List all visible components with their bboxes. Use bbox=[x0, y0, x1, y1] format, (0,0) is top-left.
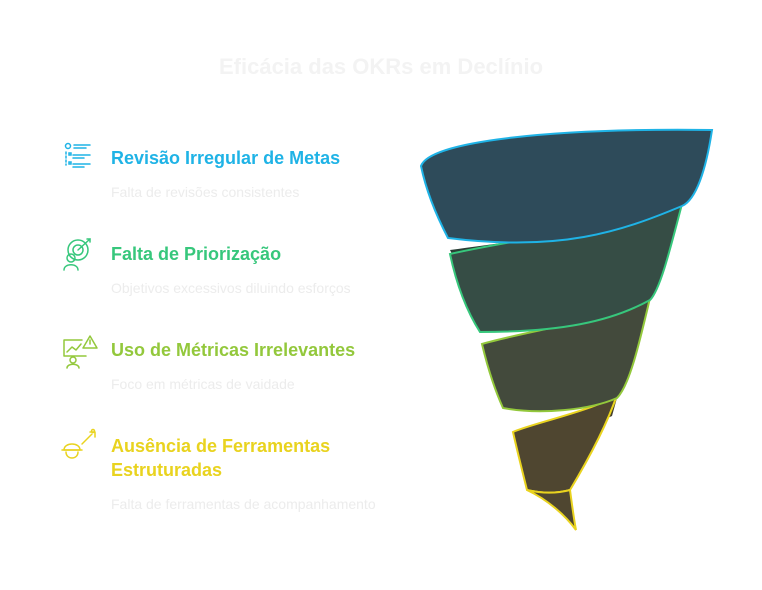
item-description: Objetivos excessivos diluindo esforços bbox=[111, 280, 351, 296]
item-heading: Falta de Priorização bbox=[111, 244, 282, 264]
item-description: Falta de revisões consistentes bbox=[111, 184, 300, 200]
worker-tools-icon bbox=[61, 428, 96, 459]
target-person-icon bbox=[63, 238, 91, 271]
chart-warning-icon bbox=[63, 335, 98, 369]
funnel-band-1 bbox=[419, 128, 714, 244]
funnel-tip bbox=[526, 488, 577, 531]
checklist-icon bbox=[64, 142, 91, 168]
item-heading: Ausência de Ferramentas Estruturadas bbox=[111, 436, 331, 480]
item-description: Foco em métricas de vaidade bbox=[111, 376, 295, 392]
item-description: Falta de ferramentas de acompanhamento bbox=[111, 496, 376, 512]
item-heading: Uso de Métricas Irrelevantes bbox=[111, 340, 356, 360]
funnel-band-4 bbox=[511, 392, 619, 494]
diagram-title: Eficácia das OKRs em Declínio bbox=[218, 54, 544, 79]
item-heading: Revisão Irregular de Metas bbox=[111, 148, 341, 168]
